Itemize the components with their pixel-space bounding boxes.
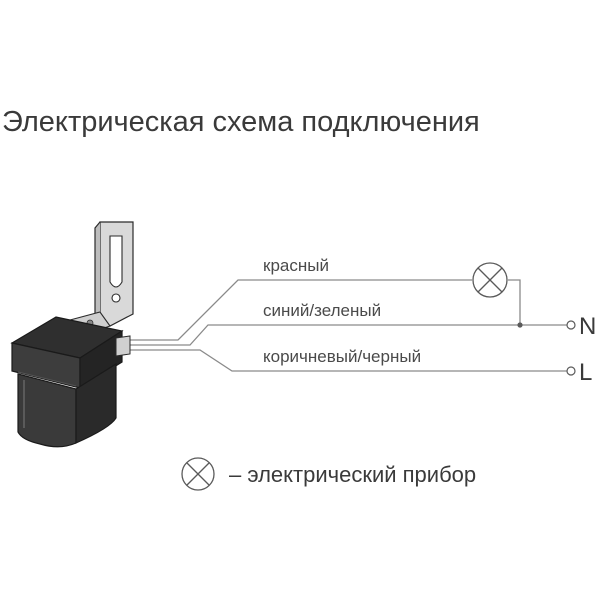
wire-lamp-to-n xyxy=(508,279,521,325)
photo-relay-device-icon xyxy=(10,221,134,448)
diagram-title: Электрическая схема подключения xyxy=(2,106,480,138)
wires xyxy=(128,279,576,376)
wire-label-brown-black: коричневый/черный xyxy=(263,347,421,366)
terminal-n-label: N xyxy=(579,313,596,340)
wire-brown-black xyxy=(128,349,567,372)
lamp-icon xyxy=(472,262,508,298)
terminal-l-circle xyxy=(566,366,576,376)
electric-device-symbol-icon xyxy=(181,457,215,491)
junction-dot xyxy=(517,322,523,328)
terminal-l-label: L xyxy=(579,359,592,386)
wire-label-red: красный xyxy=(263,256,329,275)
wire-label-blue-green: синий/зеленый xyxy=(263,301,381,320)
legend: – электрический прибор xyxy=(181,457,476,491)
wire-blue-green xyxy=(128,324,567,346)
wire-red xyxy=(128,279,472,341)
legend-text: – электрический прибор xyxy=(229,462,476,487)
terminal-n-circle xyxy=(566,320,576,330)
